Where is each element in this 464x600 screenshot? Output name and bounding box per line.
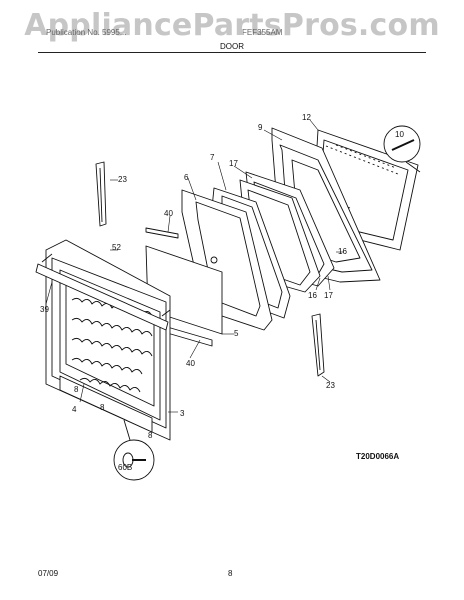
section-title: DOOR (220, 42, 244, 51)
callout-8-right: 8 (100, 403, 105, 412)
callout-8-bottom: 8 (148, 431, 153, 440)
callout-3: 3 (180, 409, 185, 418)
callout-4: 4 (72, 405, 77, 414)
footer-page-number: 8 (228, 569, 233, 578)
callout-7: 7 (210, 153, 215, 162)
model-number: FEF355AM (242, 28, 283, 37)
part-hinge-left (95, 161, 107, 227)
watermark-text: AppliancePartsPros.com (24, 8, 440, 43)
part-hinge-right (311, 313, 325, 377)
callout-23-right: 23 (326, 381, 335, 390)
callout-10: 10 (395, 130, 404, 139)
part-trim-upper (145, 227, 179, 239)
callout-17-lower: 17 (324, 291, 333, 300)
callout-17-upper: 17 (229, 159, 238, 168)
diagram-code: T20D0066A (356, 452, 400, 461)
publication-number: Publication No. 5995... (46, 28, 127, 37)
callout-12: 12 (302, 113, 311, 122)
callout-23-left: 23 (118, 175, 127, 184)
callout-16-lower: 16 (308, 291, 317, 300)
part-outer-door (35, 239, 171, 441)
callout-39: 39 (40, 305, 49, 314)
footer-date: 07/09 (38, 569, 59, 578)
callout-40-upper: 40 (164, 209, 173, 218)
part-screw-60b-detail (113, 419, 155, 481)
header-rule (38, 52, 426, 53)
callout-60b: 60B (118, 463, 132, 472)
part-screw-detail (383, 125, 421, 173)
leader-lines (45, 119, 344, 413)
callout-5: 5 (234, 329, 239, 338)
callout-8-left: 8 (74, 385, 79, 394)
callout-9: 9 (258, 123, 263, 132)
callout-52: 52 (112, 243, 121, 252)
callout-40-lower: 40 (186, 359, 195, 368)
callout-6: 6 (184, 173, 189, 182)
callout-16-right: 16 (338, 247, 347, 256)
callout-labels: 12 9 10 7 17 6 23 40 52 16 16 17 39 5 40… (40, 113, 404, 472)
